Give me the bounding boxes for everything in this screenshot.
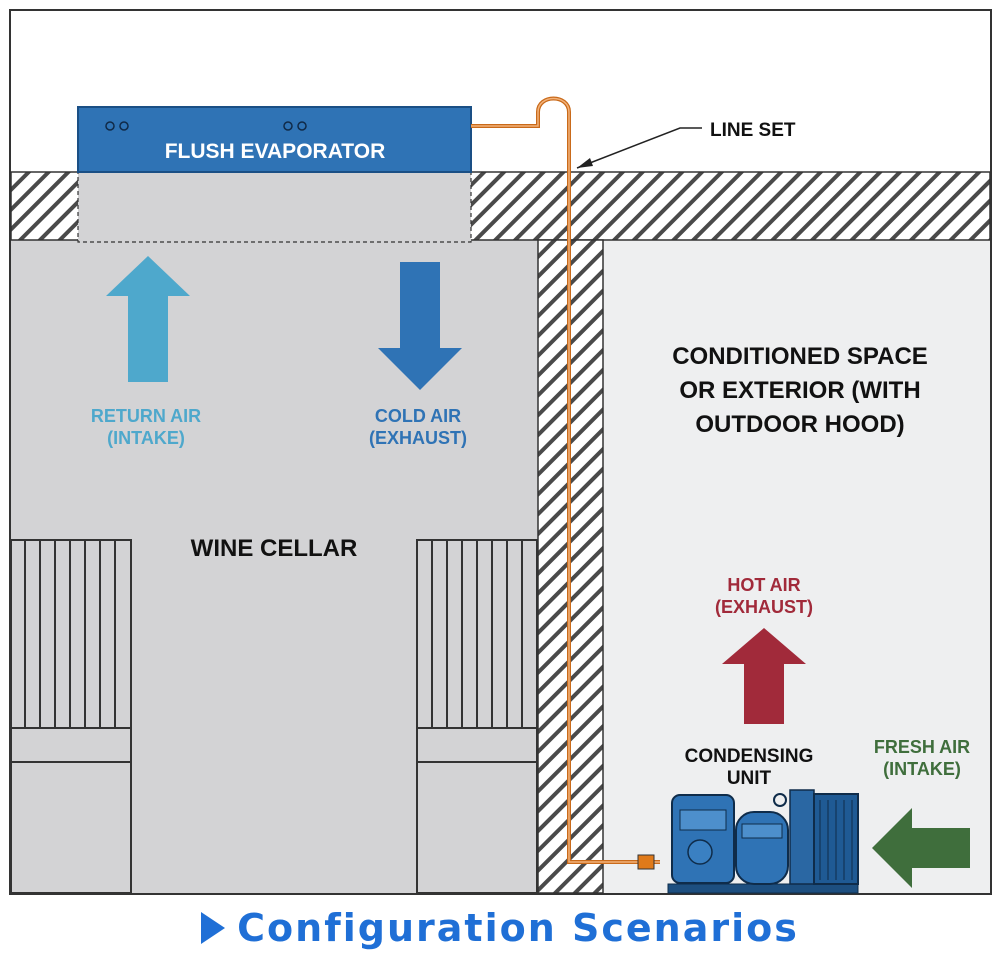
cold-air-arrow-icon	[378, 262, 462, 390]
vent-hole-icon	[105, 121, 115, 131]
flush-evaporator: FLUSH EVAPORATOR	[77, 106, 472, 173]
conditioned-space-label-line1: CONDITIONED SPACE	[672, 343, 928, 370]
pipe-fitting	[637, 854, 655, 870]
footer-title: Configuration Scenarios	[237, 906, 799, 950]
return-air-label: RETURN AIR	[91, 406, 201, 426]
wine-rack-left	[10, 539, 132, 894]
fresh-air-arrow-icon	[872, 808, 970, 888]
return-air-arrow-icon	[106, 256, 190, 382]
footer: Configuration Scenarios	[0, 898, 1000, 958]
condensing-unit-sub-label: UNIT	[727, 768, 772, 789]
line-set-callout: LINE SET	[576, 120, 796, 169]
condensing-unit-icon	[667, 789, 859, 894]
evaporator-label: FLUSH EVAPORATOR	[165, 140, 386, 163]
fresh-air-label: FRESH AIR	[874, 737, 970, 757]
conditioned-space-room	[603, 240, 990, 893]
hot-air-label: HOT AIR	[727, 575, 800, 595]
vent-hole-icon	[283, 121, 293, 131]
cold-air-label: COLD AIR	[375, 406, 461, 426]
hot-air-arrow-icon	[722, 628, 806, 724]
return-air-sub-label: (INTAKE)	[107, 428, 185, 448]
wine-rack-right	[416, 539, 538, 894]
conditioned-space-label-line2: OR EXTERIOR (WITH	[679, 377, 920, 404]
hot-air-sub-label: (EXHAUST)	[715, 597, 813, 617]
cold-air-sub-label: (EXHAUST)	[369, 428, 467, 448]
fresh-air-sub-label: (INTAKE)	[883, 759, 961, 779]
vent-hole-icon	[119, 121, 129, 131]
conditioned-space-label-line3: OUTDOOR HOOD)	[695, 411, 904, 438]
play-triangle-icon	[201, 912, 226, 944]
evaporator-recess	[77, 171, 472, 243]
vent-hole-icon	[297, 121, 307, 131]
line-set-label: LINE SET	[710, 120, 796, 141]
condensing-unit-label: CONDENSING	[685, 746, 814, 767]
wine-cellar-label: WINE CELLAR	[191, 535, 358, 562]
